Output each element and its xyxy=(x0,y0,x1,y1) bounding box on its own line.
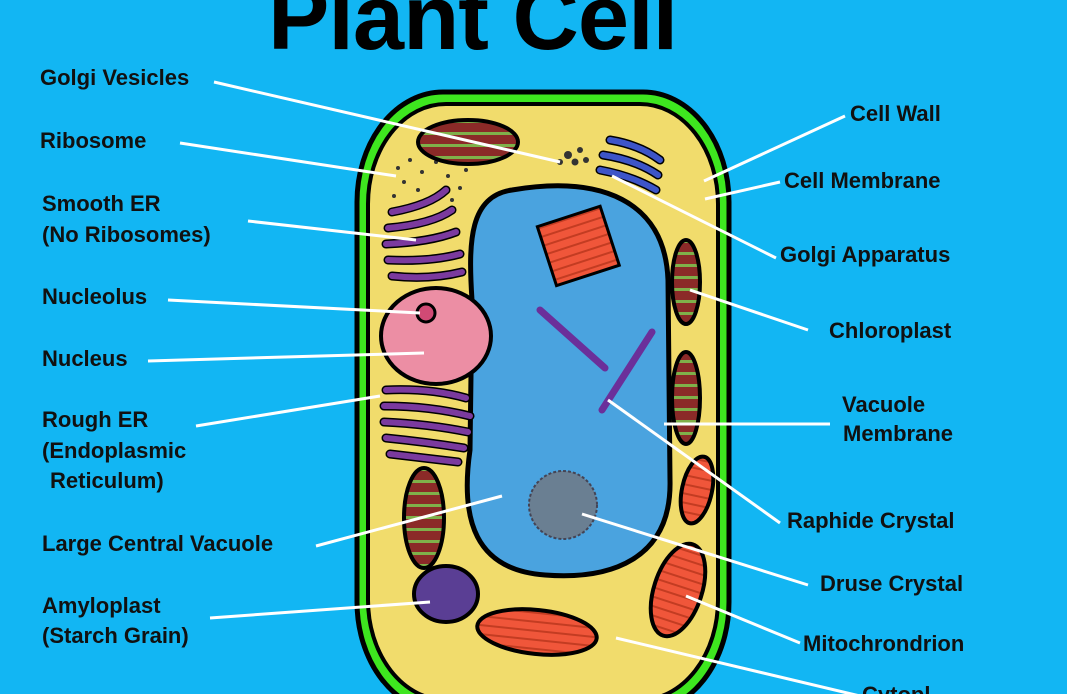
label-nucleus: Nucleus xyxy=(42,346,128,371)
label-raphide-crystal: Raphide Crystal xyxy=(787,508,955,533)
smooth-er-shape xyxy=(381,185,467,282)
chloroplast-right-2 xyxy=(670,350,702,446)
label-cell-membrane: Cell Membrane xyxy=(784,168,941,193)
golgi-vesicles-shape xyxy=(557,147,589,166)
mitochondrion-2 xyxy=(648,541,708,639)
label-smooth-er-line1: Smooth ER xyxy=(42,191,161,216)
raphide-crystal-shape-2 xyxy=(598,328,656,414)
amyloplast-shape xyxy=(412,564,480,624)
label-smooth-er-line2: (No Ribosomes) xyxy=(42,222,211,247)
mitochondrion-1 xyxy=(678,454,716,526)
label-mitochondrion: Mitochrondrion xyxy=(803,631,965,656)
label-druse-crystal: Druse Crystal xyxy=(820,571,964,596)
label-amyloplast-line1: Amyloplast xyxy=(42,593,161,618)
chloroplast-shapes xyxy=(402,118,702,570)
golgi-apparatus-shape xyxy=(595,135,665,195)
label-cell-wall: Cell Wall xyxy=(850,101,941,126)
label-rough-er-line1: Rough ER xyxy=(42,407,149,432)
nucleus-shape xyxy=(379,286,493,386)
label-ribosome: Ribosome xyxy=(40,128,147,153)
rough-er-shape xyxy=(379,385,475,467)
leader-lines xyxy=(147,80,859,694)
label-nucleolus: Nucleolus xyxy=(42,284,148,309)
label-golgi-apparatus: Golgi Apparatus xyxy=(780,242,951,267)
label-rough-er-line2: (Endoplasmic xyxy=(42,438,187,463)
raphide-crystal-shape-1 xyxy=(536,306,609,372)
chloroplast-right-1 xyxy=(670,238,702,326)
druse-crystal-shape xyxy=(528,470,598,540)
label-amyloplast-line2: (Starch Grain) xyxy=(42,623,189,648)
label-chloroplast: Chloroplast xyxy=(829,318,952,343)
label-large-central-vacuole: Large Central Vacuole xyxy=(42,531,274,556)
label-vacuole-membrane-line1: Vacuole xyxy=(842,392,926,417)
label-cytoplasm-partial: Cytopl xyxy=(862,680,930,694)
vacuole-shape xyxy=(464,183,673,579)
label-rough-er-line3: Reticulum) xyxy=(50,468,164,493)
label-vacuole-membrane-line2: Membrane xyxy=(843,421,954,446)
mitochondrion-3 xyxy=(475,607,599,657)
mitochondrion-shapes xyxy=(475,454,716,657)
diagram-title: Plant Cell xyxy=(268,0,678,69)
vacuole-crystal-block-shape xyxy=(535,204,622,288)
label-golgi-vesicles: Golgi Vesicles xyxy=(40,65,190,90)
